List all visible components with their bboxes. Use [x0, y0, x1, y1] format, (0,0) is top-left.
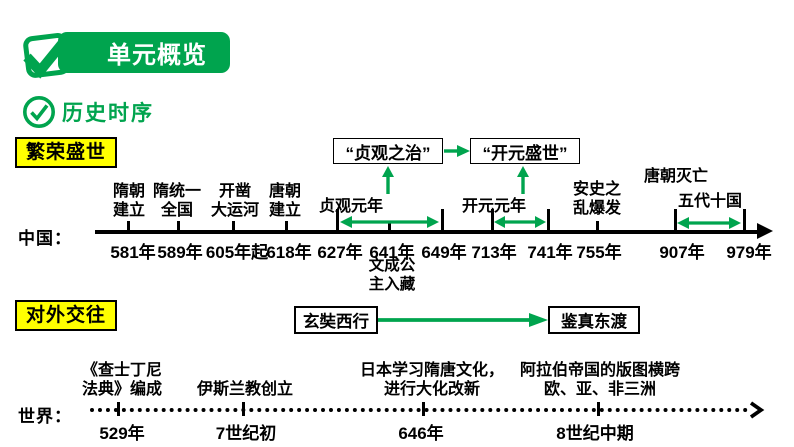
section-title: 历史时序	[62, 102, 154, 125]
box-link-arrow	[444, 145, 470, 157]
kaiyuan-era-box: “开元盛世”	[470, 138, 580, 164]
timeline-tick-907	[673, 209, 677, 233]
event-justinian-code: 《查士丁尼 法典》编成	[81, 362, 163, 398]
timeline-tick-627	[335, 209, 339, 233]
span-arrow-907-979	[677, 217, 741, 229]
xuanzang-box: 玄奘西行	[294, 306, 378, 334]
timeline-tick-618	[284, 221, 288, 233]
timeline-tick-713	[490, 209, 494, 233]
year-label-755: 755年	[576, 243, 622, 262]
event-sui-founded: 隋朝 建立	[112, 183, 146, 219]
timeline-tick-741	[546, 209, 550, 233]
event-sui-unification: 隋统一 全国	[152, 183, 202, 219]
up-arrow-kaiyuan	[517, 166, 529, 194]
year-label-641: 641年	[369, 243, 415, 262]
jianzhen-box: 鉴真东渡	[548, 306, 640, 334]
foreign-exchange-badge: 对外交往	[15, 300, 118, 331]
world-tick-529	[116, 402, 120, 416]
year-label-649: 649年	[421, 243, 467, 262]
china-axis-label: 中国：	[18, 229, 72, 248]
year-label-618: 618年	[266, 243, 312, 262]
event-japan-taika-reform: 日本学习隋唐文化， 进行大化改新	[359, 362, 505, 398]
year-label-907: 907年	[659, 243, 705, 262]
princess-wencheng-note: 文成公 主入藏	[368, 257, 416, 293]
year-label-713: 713年	[471, 243, 517, 262]
timeline-tick-755	[595, 221, 599, 233]
event-five-dynasties: 五代十国	[677, 193, 743, 210]
span-arrow-713-741	[494, 216, 546, 228]
world-axis-label: 世界：	[18, 407, 72, 426]
event-grand-canal: 开凿 大运河	[210, 183, 260, 219]
china-timeline-axis	[95, 230, 761, 234]
timeline-tick-589	[176, 221, 180, 233]
world-tick-8th-century	[596, 402, 600, 416]
year-label-979: 979年	[726, 243, 772, 262]
timeline-tick-979	[742, 209, 746, 233]
china-axis-arrowhead	[757, 223, 773, 239]
world-tick-7th-century	[241, 402, 245, 416]
unit-overview-badge: 单元概览	[58, 32, 230, 73]
prosperity-era-badge: 繁荣盛世	[15, 137, 118, 168]
world-timeline-axis	[90, 408, 748, 412]
world-year-8th-century: 8世纪中期	[556, 424, 634, 443]
span-arrow-627-649	[340, 216, 439, 228]
world-year-7th-century: 7世纪初	[215, 424, 277, 443]
year-label-581: 581年	[110, 243, 156, 262]
year-label-605: 605年起	[205, 243, 269, 262]
event-tang-fall: 唐朝灭亡	[643, 168, 709, 185]
event-anshi-rebellion: 安史之 乱爆发	[572, 181, 622, 217]
year-label-741: 741年	[527, 243, 573, 262]
section-check-icon	[23, 96, 55, 128]
event-kaiyuan-year1: 开元元年	[461, 198, 527, 215]
event-zhenguan-year1: 贞观元年	[318, 198, 384, 215]
event-islam-founded: 伊斯兰教创立	[196, 381, 294, 398]
check-box-icon	[23, 32, 70, 79]
timeline-tick-581	[126, 221, 130, 233]
event-arab-empire: 阿拉伯帝国的版图横跨 欧、亚、非三洲	[519, 362, 681, 398]
unit-overview-label: 单元概览	[107, 42, 207, 69]
world-tick-646	[421, 402, 425, 416]
timeline-tick-641	[387, 221, 391, 233]
year-label-627: 627年	[317, 243, 363, 262]
year-label-589: 589年	[157, 243, 203, 262]
event-tang-founded: 唐朝 建立	[268, 183, 302, 219]
timeline-tick-649	[440, 209, 444, 233]
world-axis-arrowhead	[749, 401, 765, 419]
zhenguan-era-box: “贞观之治”	[333, 138, 443, 164]
world-year-646: 646年	[398, 424, 444, 443]
world-year-529: 529年	[99, 424, 145, 443]
up-arrow-zhenguan	[382, 166, 394, 194]
journey-west-east-arrow	[378, 313, 548, 327]
timeline-tick-605	[231, 221, 235, 233]
